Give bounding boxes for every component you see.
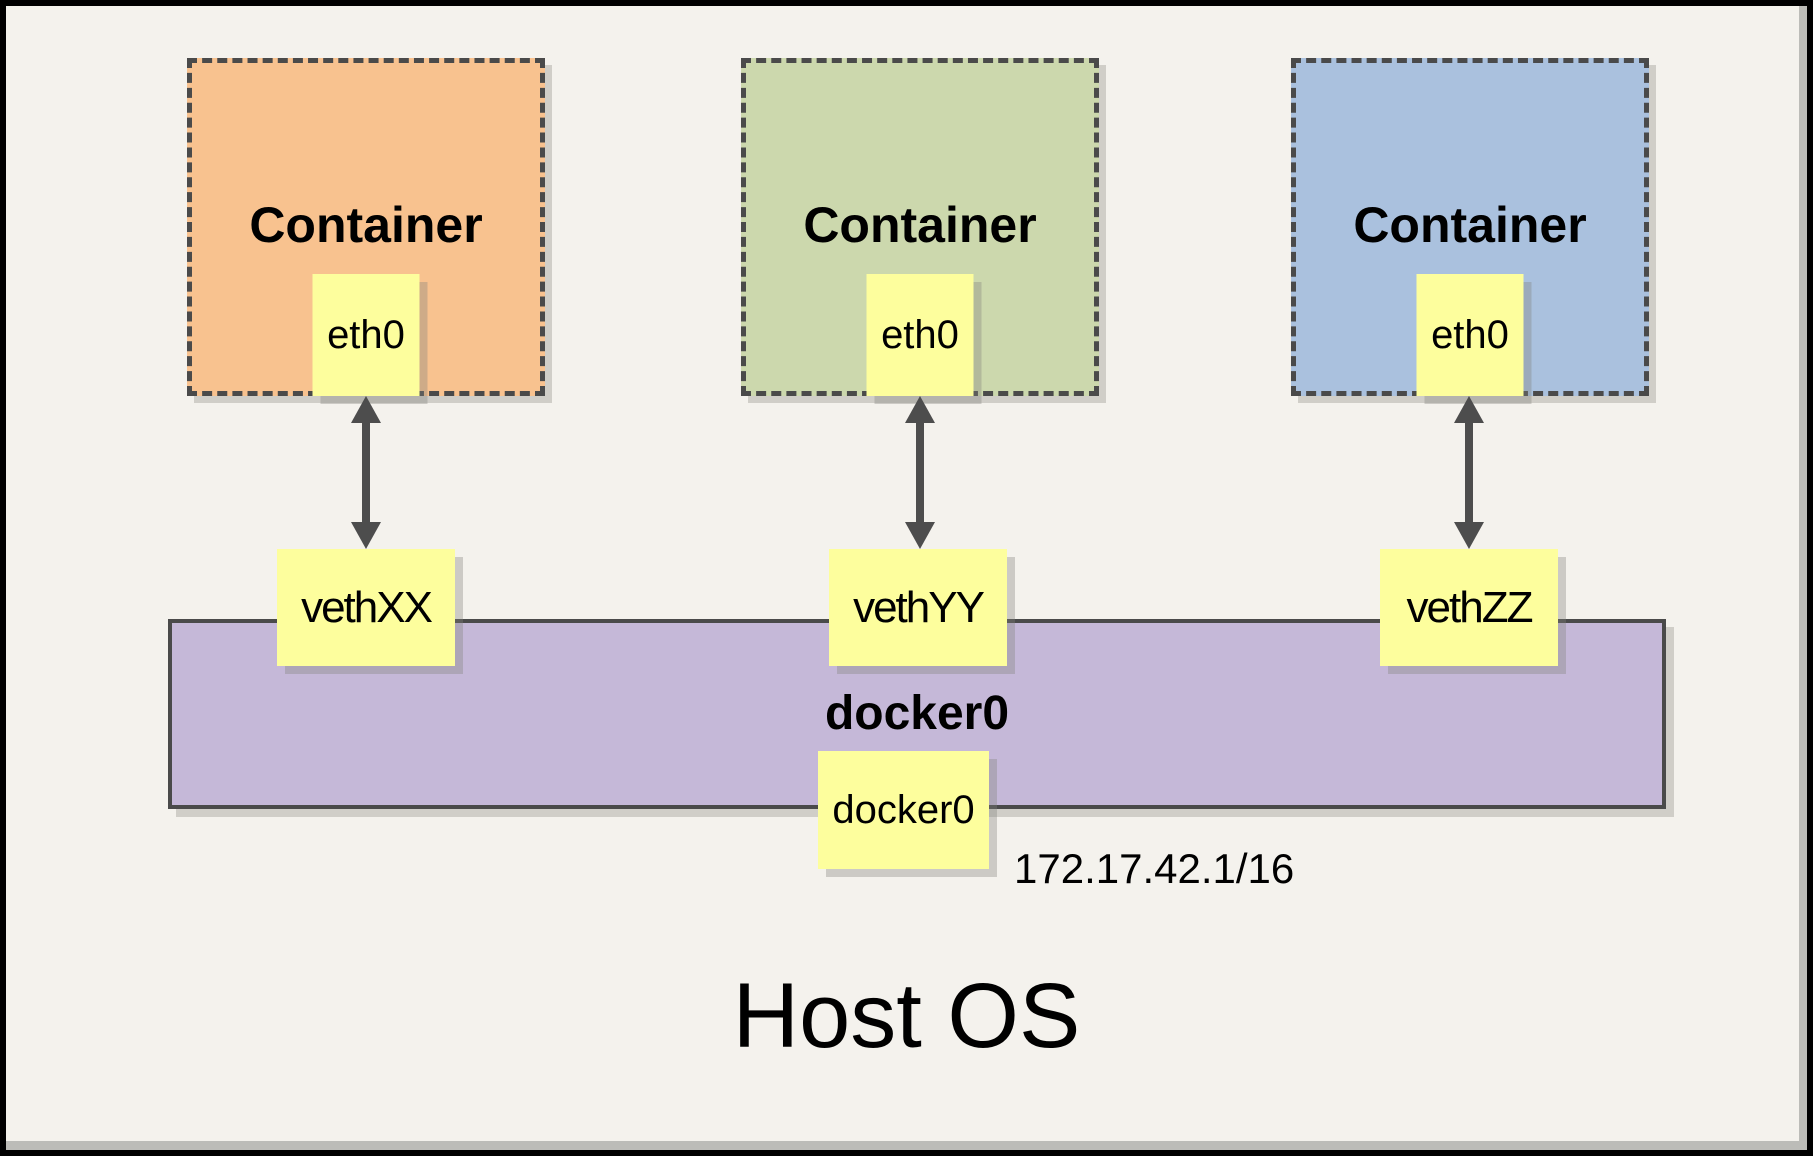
arrow-stem <box>362 423 370 522</box>
eth0-label: eth0 <box>327 312 405 357</box>
eth0-interface-box: eth0 <box>312 274 420 396</box>
docker0-interface-box: docker0 <box>818 751 989 869</box>
eth0-interface-box: eth0 <box>1416 274 1524 396</box>
eth0-label: eth0 <box>881 312 959 357</box>
vethzz-box: vethZZ <box>1380 549 1558 666</box>
vethxx-label: vethXX <box>301 582 433 632</box>
docker0-bridge-label: docker0 <box>824 687 1010 740</box>
eth0-label: eth0 <box>1431 312 1509 357</box>
veth-link-arrow-1 <box>351 396 381 549</box>
arrow-up-icon <box>351 396 381 423</box>
host-os-label: Host OS <box>732 965 1081 1067</box>
veth-link-arrow-2 <box>905 396 935 549</box>
vethyy-box: vethYY <box>829 549 1007 666</box>
vethxx-box: vethXX <box>277 549 455 666</box>
vethyy-label: vethYY <box>853 582 985 632</box>
arrow-stem <box>1465 423 1473 522</box>
arrow-down-icon <box>1454 522 1484 549</box>
container-box-2: Container eth0 <box>741 58 1099 396</box>
arrow-stem <box>916 423 924 522</box>
container-title: Container <box>1353 197 1587 253</box>
container-title: Container <box>803 197 1037 253</box>
arrow-down-icon <box>905 522 935 549</box>
container-title: Container <box>249 197 483 253</box>
container-box-1: Container eth0 <box>187 58 545 396</box>
arrow-up-icon <box>905 396 935 423</box>
bridge-ip-label: 172.17.42.1/16 <box>1014 845 1295 892</box>
docker0-interface-label: docker0 <box>832 787 975 832</box>
vethzz-label: vethZZ <box>1406 582 1534 632</box>
arrow-down-icon <box>351 522 381 549</box>
veth-link-arrow-3 <box>1454 396 1484 549</box>
eth0-interface-box: eth0 <box>866 274 974 396</box>
arrow-up-icon <box>1454 396 1484 423</box>
container-box-3: Container eth0 <box>1291 58 1649 396</box>
